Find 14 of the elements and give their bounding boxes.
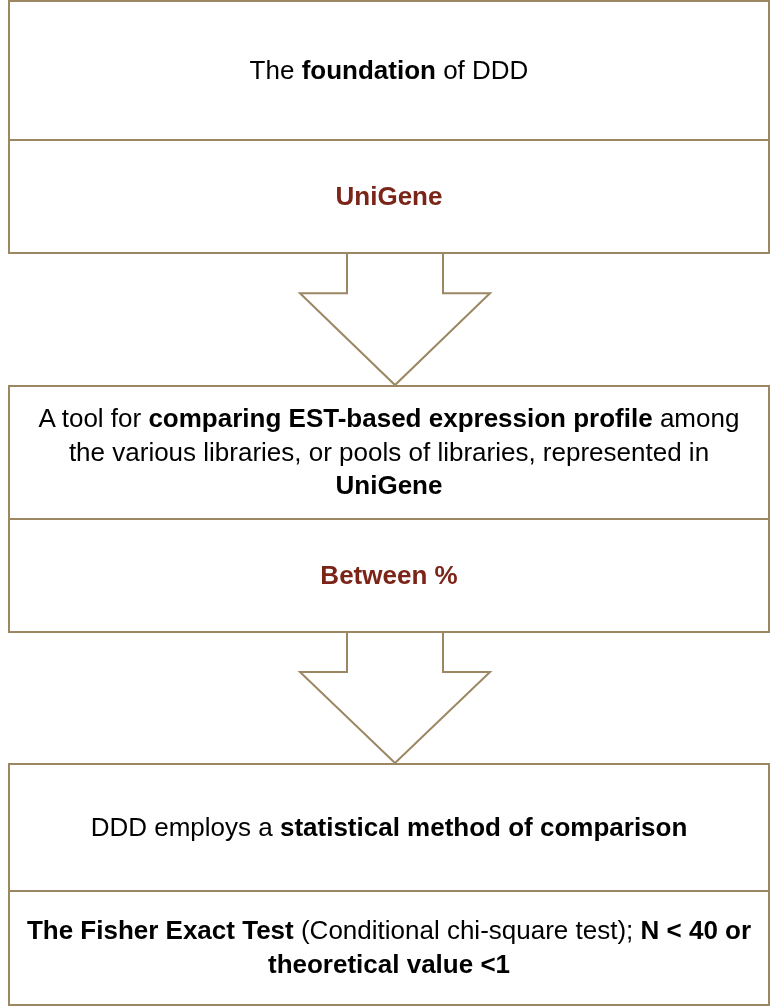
text-box — [8, 763, 770, 892]
box-text: The foundation of DDD — [249, 53, 529, 87]
box-text: The Fisher Exact Test (Conditional chi-square test); N < 40 or theoretical value <1 — [25, 914, 753, 981]
text-box — [8, 518, 770, 633]
block-arrow — [297, 632, 493, 765]
text-box — [8, 890, 770, 1006]
box-text: UniGene — [335, 179, 443, 213]
box-text: DDD employs a statistical method of comparison — [90, 810, 688, 844]
box-text: Between % — [320, 558, 458, 592]
text-box — [8, 0, 770, 141]
box-text: A tool for comparing EST-based expression profile among the various libraries, or pools of libraries, represented in UniGene — [37, 401, 741, 503]
block-arrow — [297, 253, 493, 387]
text-box — [8, 139, 770, 254]
text-box — [8, 385, 770, 520]
